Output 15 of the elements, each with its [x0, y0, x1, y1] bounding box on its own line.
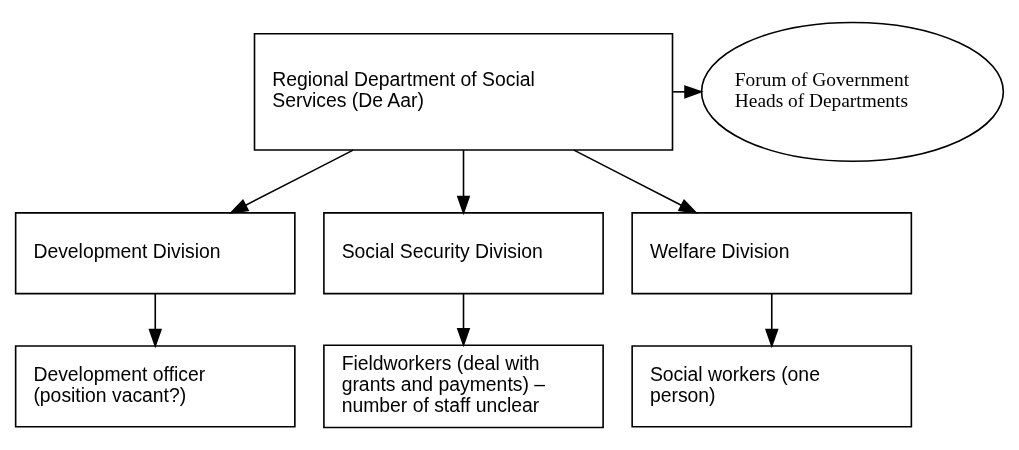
- arrow: [672, 85, 704, 99]
- node-box: Welfare Division: [631, 212, 913, 295]
- arrow: [148, 293, 163, 349]
- node-box: Regional Department of Social Services (De Aar): [253, 32, 674, 151]
- node-box: Social workers (one person): [631, 345, 913, 428]
- node-box: Fieldworkers (deal with grants and payments) – number of staff unclear: [323, 344, 604, 429]
- node-ellipse: Forum of Government Heads of Departments: [700, 21, 1005, 163]
- arrow: [456, 149, 471, 216]
- arrow: [456, 293, 471, 348]
- node-box: Development Division: [14, 212, 296, 295]
- arrow: [573, 149, 699, 214]
- arrow: [228, 149, 354, 214]
- node-box: Social Security Division: [323, 212, 604, 295]
- arrow: [764, 293, 779, 349]
- node-box: Development officer (position vacant?): [14, 345, 296, 428]
